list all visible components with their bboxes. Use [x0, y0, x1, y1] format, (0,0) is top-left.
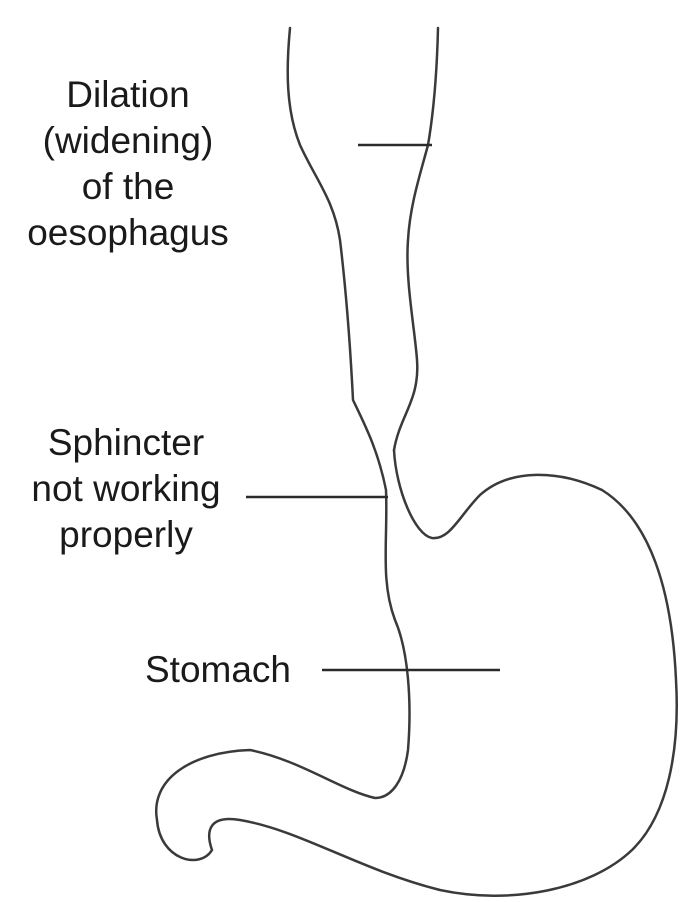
dilation-label-line-1: Dilation	[8, 72, 248, 118]
stomach-label-line-1: Stomach	[118, 647, 318, 693]
stomach-label: Stomach	[118, 647, 318, 693]
sphincter-label-line-1: Sphincter	[0, 420, 252, 466]
dilation-label-line-2: (widening)	[8, 118, 248, 164]
sphincter-label: Sphincter not working properly	[0, 420, 252, 558]
dilation-label: Dilation (widening) of the oesophagus	[8, 72, 248, 256]
dilation-label-line-3: of the	[8, 164, 248, 210]
sphincter-label-line-2: not working	[0, 466, 252, 512]
sphincter-label-line-3: properly	[0, 512, 252, 558]
oesophagus-right-wall	[394, 28, 438, 450]
dilation-label-line-4: oesophagus	[8, 210, 248, 256]
